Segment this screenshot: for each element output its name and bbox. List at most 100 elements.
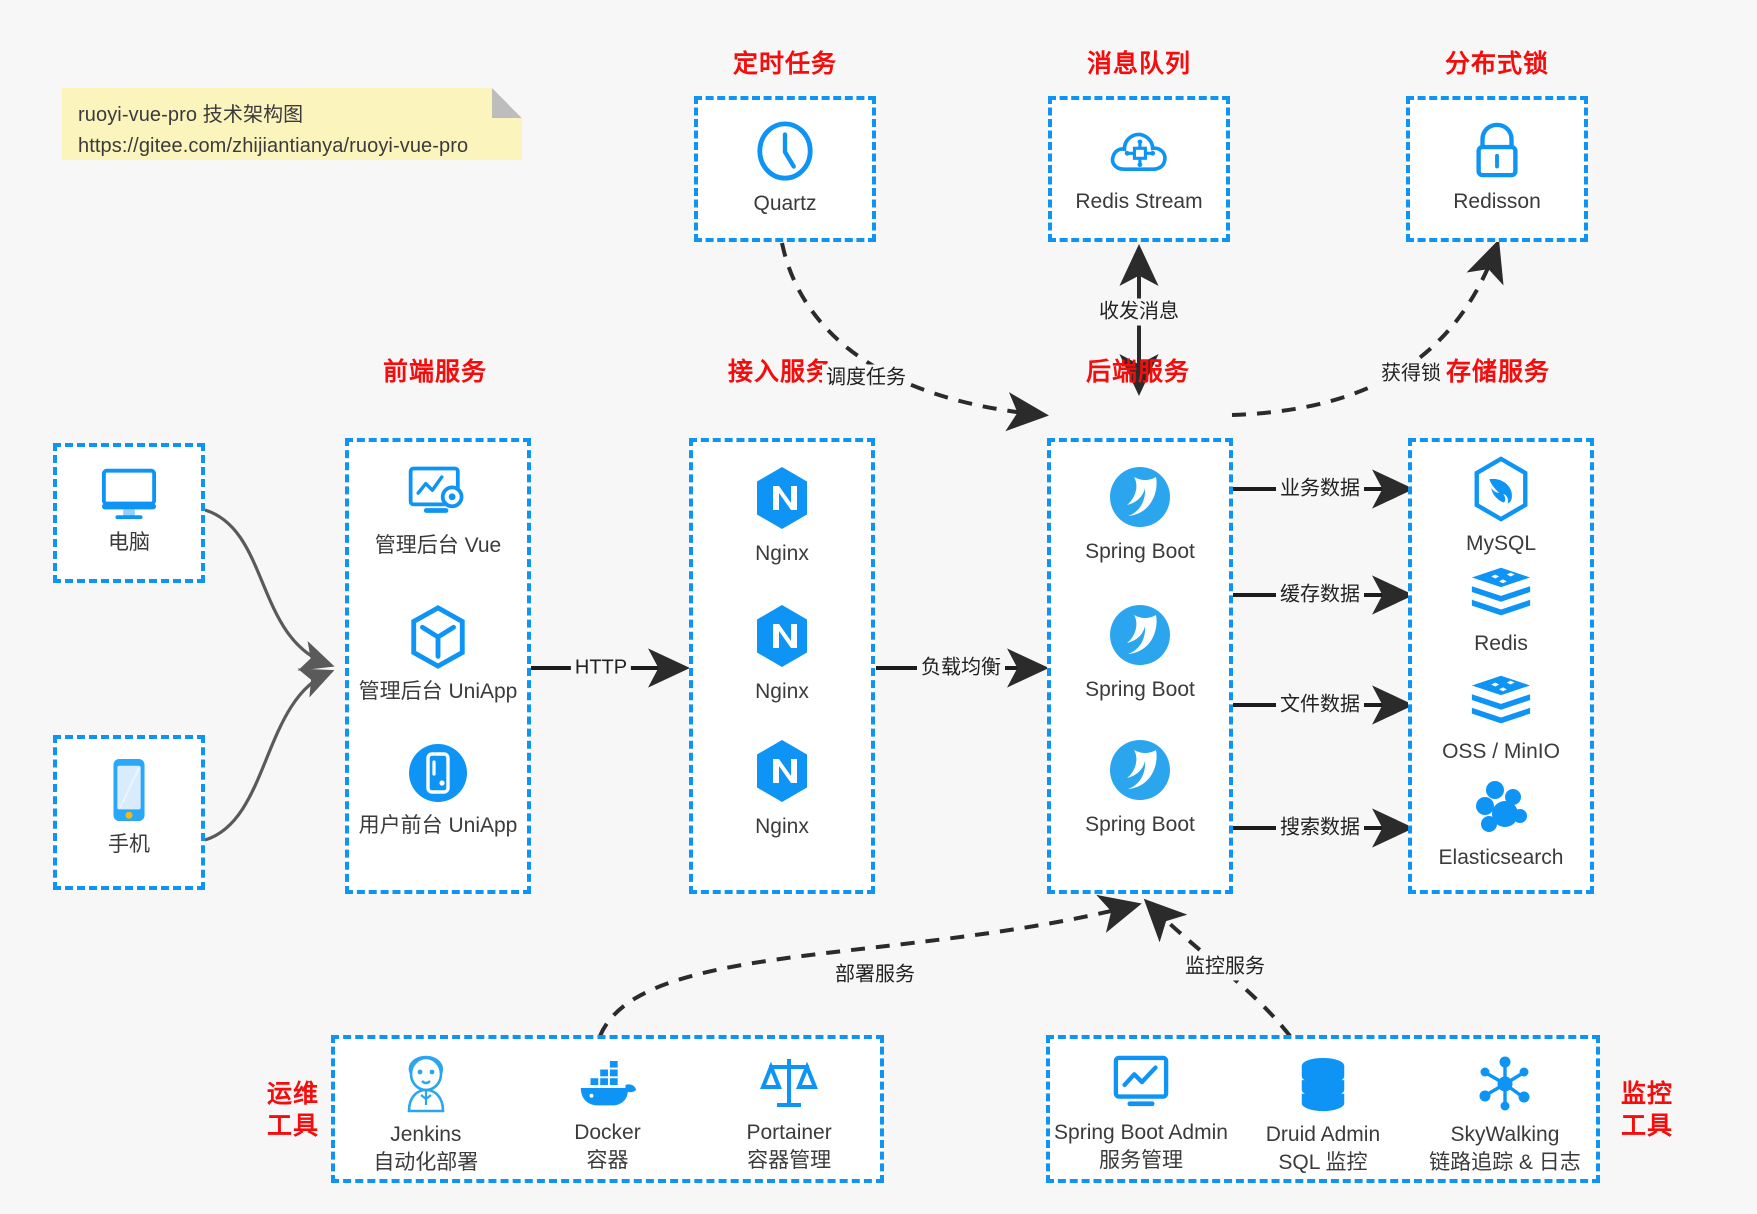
spring-leaf-icon [1110,467,1170,527]
group-heading-storage-service: 存储服务 [1445,358,1550,386]
docker-whale-icon [581,1061,637,1106]
nginx-icon [757,467,807,529]
edge-label-monitor-service: 监控服务 [1181,953,1269,981]
portainer-scale-icon [760,1059,819,1107]
spring-leaf-icon [1110,740,1170,800]
edge-label-load-balance: 负载均衡 [917,654,1005,682]
node-elasticsearch[interactable]: Elasticsearch [1412,778,1590,872]
node-label: Nginx [755,815,809,838]
node-nginx-2[interactable]: Nginx [693,602,871,706]
node-label: OSS / MinIO [1442,740,1560,763]
group-box-backend-service: Spring Boot Spring Boot Spring Boot [1047,438,1233,894]
node-label: Quartz [753,192,817,215]
group-box-storage-service: MySQL Redis OSS / MinIO [1408,438,1594,894]
edge-label-cache-data: 缓存数据 [1276,581,1364,609]
node-sublabel: SQL 监控 [1278,1150,1368,1174]
node-nginx-1[interactable]: Nginx [693,464,871,568]
node-skywalking[interactable]: SkyWalking 链路追踪 & 日志 [1414,1055,1596,1176]
node-label: Portainer [746,1121,832,1144]
node-spring-boot-2[interactable]: Spring Boot [1051,602,1229,704]
group-box-devops-tools: Jenkins 自动化部署 Docker 容器 Porta [331,1035,884,1183]
lock-icon [1476,122,1518,178]
node-sublabel: 链路追踪 & 日志 [1429,1150,1581,1174]
clock-icon [757,121,813,181]
group-heading-access-service: 接入服务 [727,358,832,386]
redis-stack-icon [1471,675,1531,724]
note-fold-corner [492,88,522,118]
node-redisson[interactable]: Redisson [1410,120,1584,216]
group-box-frontend-service: 管理后台 Vue 管理后台 UniApp 用户前台 UniApp [345,438,531,894]
group-box-monitor-tools: Spring Boot Admin 服务管理 Druid Admin SQL 监… [1046,1035,1600,1183]
group-heading-frontend-service: 前端服务 [382,358,487,386]
node-spring-boot-1[interactable]: Spring Boot [1051,464,1229,566]
edge-label-file-data: 文件数据 [1276,691,1364,719]
skywalking-node-icon [1479,1056,1530,1111]
node-quartz[interactable]: Quartz [698,120,872,218]
group-box-distributed-lock: Redisson [1406,96,1588,242]
node-redis-stream[interactable]: Redis Stream [1052,122,1226,216]
node-pc[interactable]: 电脑 [57,463,201,557]
node-label: 用户前台 UniApp [358,814,518,837]
group-box-scheduled-task: Quartz [694,96,876,242]
node-druid-admin[interactable]: Druid Admin SQL 监控 [1232,1057,1414,1176]
group-heading-backend-service: 后端服务 [1085,358,1190,386]
node-label: Redisson [1453,190,1541,213]
group-heading-scheduled-task: 定时任务 [732,50,837,78]
node-label: Redis Stream [1075,190,1203,213]
node-label: 电脑 [108,531,150,554]
edge-label-acquire-lock: 获得锁 [1377,360,1445,388]
edge-label-search-data: 搜索数据 [1276,814,1364,842]
nginx-icon [757,605,807,667]
node-nginx-3[interactable]: Nginx [693,737,871,841]
node-label: Nginx [755,680,809,703]
note-line-url: https://gitee.com/zhijiantianya/ruoyi-vu… [78,135,469,157]
spring-leaf-icon [1110,605,1170,665]
mysql-dolphin-icon [1474,456,1528,522]
nginx-icon [757,740,807,802]
node-label: 管理后台 Vue [374,534,502,557]
node-admin-uniapp[interactable]: 管理后台 UniApp [349,604,527,706]
node-mysql[interactable]: MySQL [1412,456,1590,558]
node-sublabel: 自动化部署 [373,1150,479,1174]
node-label: Jenkins [390,1123,462,1146]
node-docker[interactable]: Docker 容器 [517,1061,699,1174]
node-label: Spring Boot [1085,540,1195,563]
node-sublabel: 容器管理 [747,1148,832,1172]
node-label: Redis [1474,632,1528,655]
node-phone[interactable]: 手机 [57,757,201,859]
monitor-heading-line2: 工具 [1620,1112,1673,1140]
node-portainer[interactable]: Portainer 容器管理 [698,1055,880,1174]
node-label: Spring Boot Admin [1054,1121,1228,1144]
node-spring-boot-admin[interactable]: Spring Boot Admin 服务管理 [1050,1055,1232,1174]
node-label: MySQL [1465,532,1536,555]
group-box-pc: 电脑 [53,443,205,583]
group-heading-message-queue: 消息队列 [1086,50,1191,78]
node-label: 管理后台 UniApp [358,680,518,703]
node-jenkins[interactable]: Jenkins 自动化部署 [335,1055,517,1176]
devops-heading-line1: 运维 [266,1080,319,1108]
node-label: Nginx [755,542,809,565]
node-oss-minio[interactable]: OSS / MinIO [1412,672,1590,766]
monitor-chart-icon [1113,1055,1169,1107]
edge-label-schedule-task: 调度任务 [822,364,910,392]
mobile-phone-icon [113,758,145,822]
database-icon [1301,1057,1345,1112]
group-heading-distributed-lock: 分布式锁 [1444,50,1549,78]
note-line-title: ruoyi-vue-pro 技术架构图 [78,104,304,126]
elasticsearch-icon [1476,781,1527,832]
redis-stack-icon [1471,567,1531,616]
node-spring-boot-3[interactable]: Spring Boot [1051,737,1229,839]
group-heading-monitor-tools: 监控 工具 [1612,1078,1682,1142]
jenkins-butler-icon [407,1055,445,1113]
node-label: 手机 [108,833,150,856]
uniapp-cube-icon [411,605,465,669]
desktop-monitor-icon [101,468,157,520]
node-redis[interactable]: Redis [1412,564,1590,658]
edge-label-http: HTTP [570,654,632,682]
node-label: Spring Boot [1085,678,1195,701]
group-heading-devops-tools: 运维 工具 [258,1078,328,1142]
node-admin-vue[interactable]: 管理后台 Vue [349,464,527,560]
node-label: SkyWalking [1450,1123,1560,1146]
monitor-heading-line1: 监控 [1620,1080,1673,1108]
node-user-uniapp[interactable]: 用户前台 UniApp [349,742,527,840]
